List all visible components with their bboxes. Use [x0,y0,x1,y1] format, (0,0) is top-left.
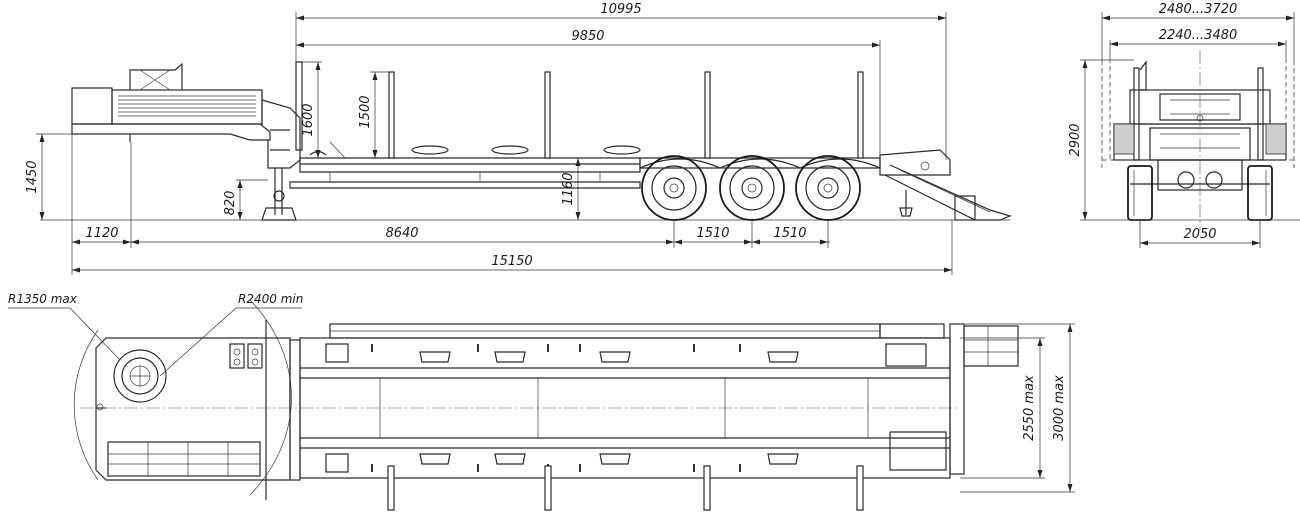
dim-overall-length-top: 10995 [600,2,641,17]
dim-track-width: 2050 [1183,227,1216,242]
dim-front-radius: R1350 max [8,292,78,306]
gooseneck-neck [261,61,303,221]
dim-turning-radius: R2400 min [238,292,303,306]
dim-overall-length: 15150 [491,254,532,269]
top-view: 2550 max 3000 max R1350 max R2400 min [8,292,1075,511]
dim-width-range-inner: 2240...3480 [1159,28,1238,43]
rear-ramps [879,149,1012,221]
dim-gooseneck-height: 1600 [301,103,316,136]
stakes [388,71,864,159]
rear-view: 2480...3720 2240...3480 2900 2050 [1068,2,1300,248]
gooseneck-front [71,62,271,142]
dim-stake-height: 1500 [358,95,373,128]
dim-outer-width: 3000 max [1052,375,1067,441]
dim-axle-spacing-2: 1510 [773,226,806,241]
dim-coupling-height: 1450 [25,160,40,193]
side-dimensions: 10995 9850 1500 1600 1450 [25,2,953,275]
dim-front-overhang: 1120 [85,226,118,241]
main-deck [289,141,881,189]
dim-axle-spacing-1: 1510 [696,226,729,241]
dim-overall-height: 2900 [1068,123,1083,156]
dim-kingpin-to-axle: 8640 [385,226,418,241]
dim-deck-height: 1160 [561,172,576,205]
dim-support-height: 820 [223,191,238,216]
dim-inner-width: 2550 max [1022,375,1037,441]
dim-deck-length: 9850 [571,29,604,44]
side-view: 10995 9850 1500 1600 1450 [25,2,1012,275]
dim-width-range-outer: 2480...3720 [1159,2,1238,17]
wheels [641,155,861,221]
